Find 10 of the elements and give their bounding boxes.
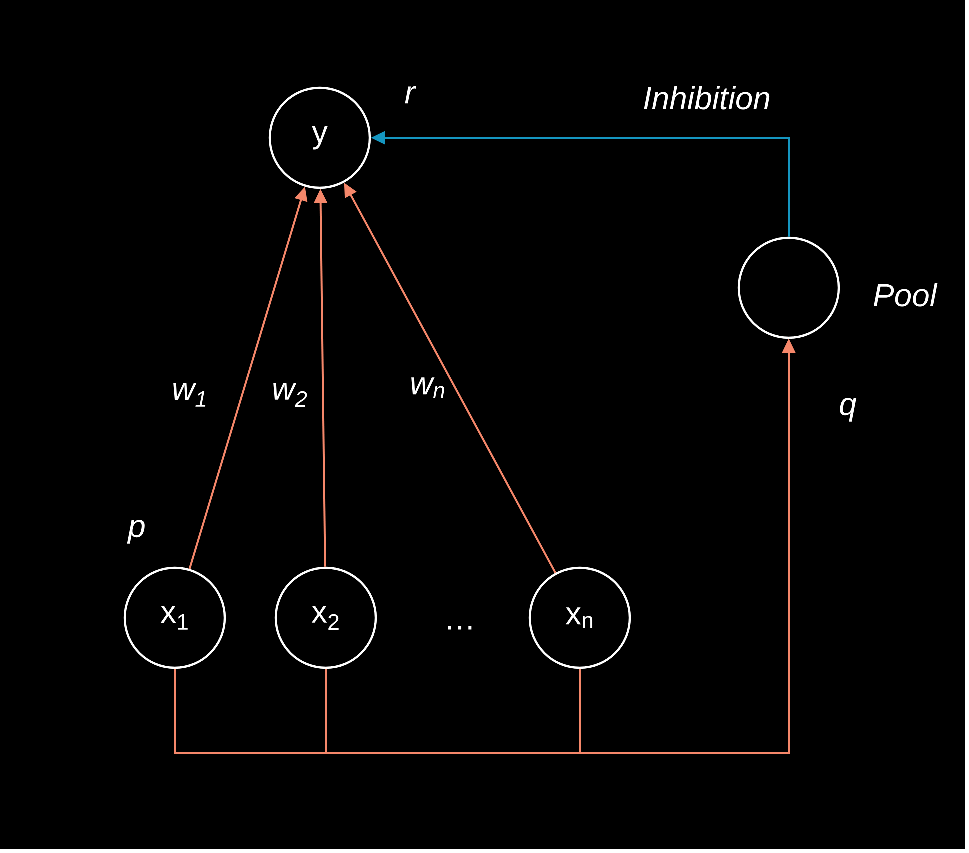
node-label: r bbox=[405, 86, 416, 104]
node-label: p bbox=[127, 520, 145, 544]
edge-label: w$_{n}$ bbox=[412, 378, 445, 398]
edge-label: w$_{2}$ bbox=[274, 383, 308, 407]
ellipsis: … bbox=[448, 626, 472, 630]
edge-label: Inhibition bbox=[644, 86, 770, 110]
edge-label: q bbox=[840, 398, 857, 422]
node-label: Pool bbox=[874, 283, 938, 307]
neuron-circle bbox=[738, 236, 840, 340]
edge-label: w$_{1}$ bbox=[174, 383, 206, 407]
